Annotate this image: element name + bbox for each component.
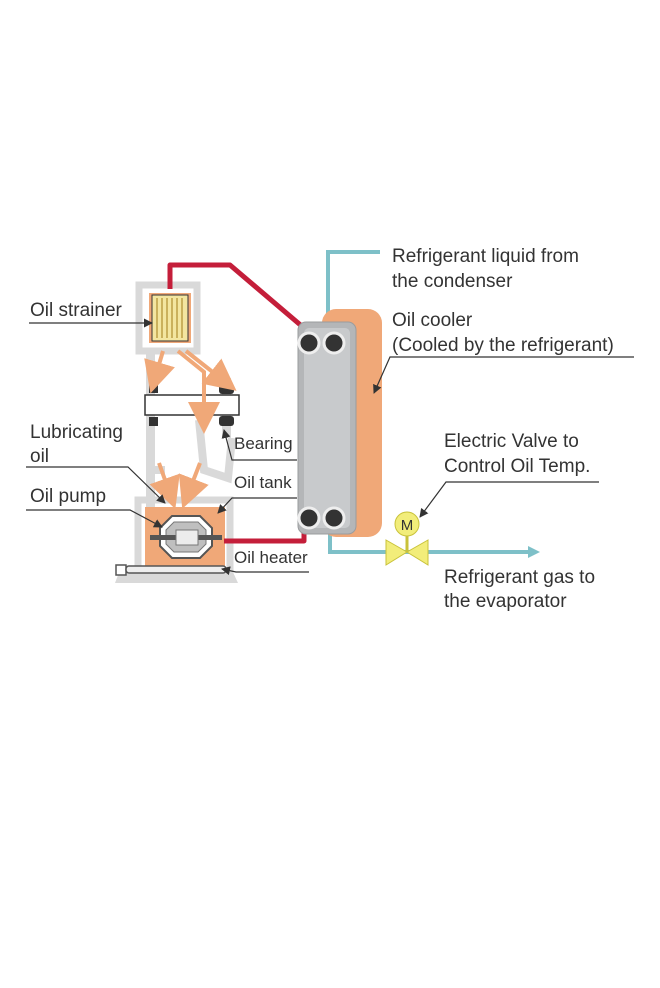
label-oil-strainer: Oil strainer bbox=[30, 300, 123, 321]
label-lubricating-oil-line1: Lubricating bbox=[30, 422, 123, 443]
bearing-shaft bbox=[144, 384, 240, 426]
leader-lines bbox=[26, 318, 634, 576]
label-electric-valve-line1: Electric Valve to bbox=[444, 431, 579, 452]
label-oil-cooler-line2: (Cooled by the refrigerant) bbox=[392, 335, 614, 356]
oil-pump-icon bbox=[150, 515, 222, 559]
label-refrigerant-gas-line2: the evaporator bbox=[444, 591, 567, 612]
label-bearing: Bearing bbox=[234, 434, 293, 453]
oil-strainer-icon bbox=[149, 293, 191, 343]
motor-symbol: M bbox=[401, 517, 414, 534]
label-oil-heater: Oil heater bbox=[234, 548, 308, 567]
label-refrigerant-gas-line1: Refrigerant gas to bbox=[444, 567, 595, 588]
label-oil-pump: Oil pump bbox=[30, 486, 106, 507]
oil-tank bbox=[145, 507, 225, 568]
label-oil-tank: Oil tank bbox=[234, 473, 292, 492]
motorized-valve-icon: M bbox=[385, 511, 429, 566]
oil-flow-arrows bbox=[144, 349, 237, 510]
oil-heater-icon bbox=[115, 564, 227, 576]
label-electric-valve-line2: Control Oil Temp. bbox=[444, 456, 590, 477]
plate-heat-exchanger-icon bbox=[297, 309, 382, 537]
label-refrigerant-liquid-line1: Refrigerant liquid from bbox=[392, 246, 579, 267]
label-refrigerant-liquid-line2: the condenser bbox=[392, 271, 513, 292]
label-oil-cooler-line1: Oil cooler bbox=[392, 310, 473, 331]
label-lubricating-oil-line2: oil bbox=[30, 446, 49, 467]
